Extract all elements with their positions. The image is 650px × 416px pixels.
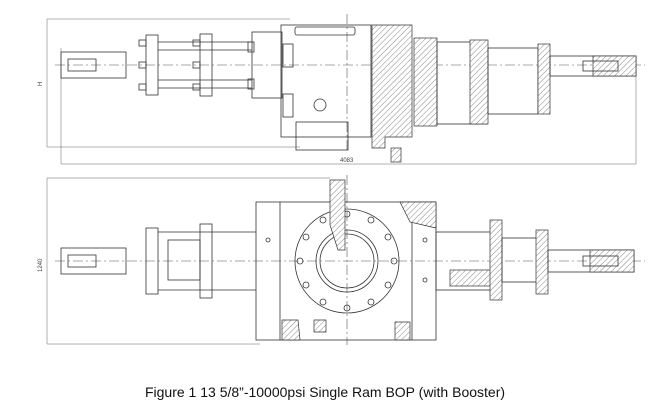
flange [294,208,400,314]
front-view: 1240 [38,175,645,345]
locking-rod-housing [60,51,127,79]
locking-rod-housing [60,247,127,275]
top-view: H 4083 [38,14,645,165]
figure-caption: Figure 1 13 5/8”-10000psi Single Ram BOP… [144,384,506,400]
bonnet-flange [251,31,283,99]
length-dimension-line [60,48,637,165]
operator-flange [145,227,159,295]
bop-body [280,24,372,138]
height-dimension-frame [46,177,330,345]
flange-bolt-icons [296,210,398,312]
section-cutaway [329,179,346,251]
height-dimension-frame [46,18,300,148]
port-icon [313,98,327,112]
height-label: 1240 [38,258,44,272]
length-label: 4083 [340,158,354,164]
bonnet-section [371,24,413,149]
bolt-icons [138,39,255,91]
side-outlet [295,121,349,151]
bore [315,229,379,293]
height-label: H [38,82,44,86]
bop-body [255,201,437,341]
